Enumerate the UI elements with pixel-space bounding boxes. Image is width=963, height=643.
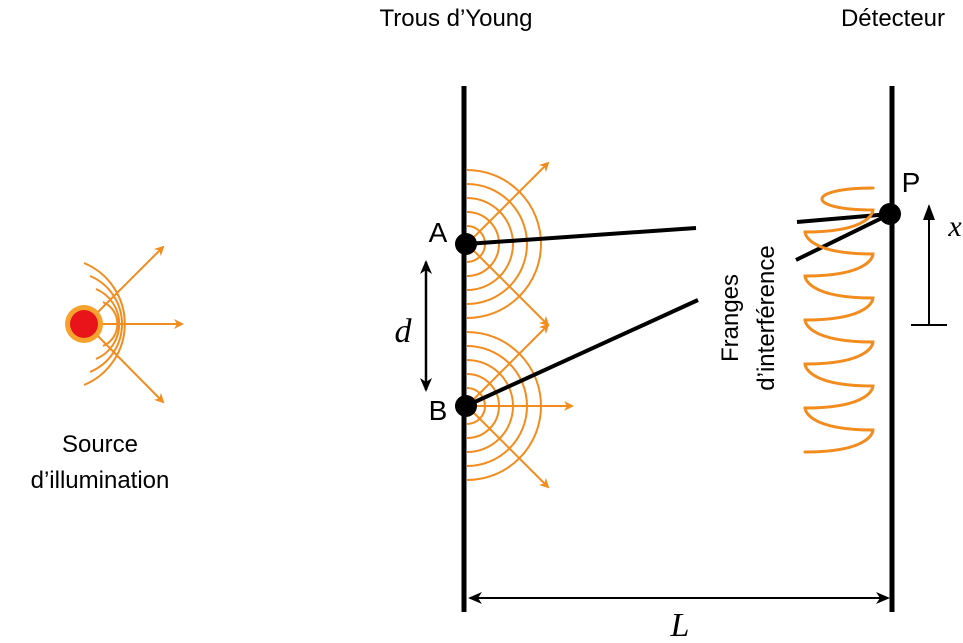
source-label-line1: Source <box>62 431 138 458</box>
slit-a-wavefronts <box>466 169 542 319</box>
path-b-segment2 <box>795 212 891 262</box>
dimension-x-label: x <box>947 210 962 243</box>
dimension-d-label: d <box>395 313 413 350</box>
path-b-segment1 <box>465 298 699 408</box>
fringes-label: Franges d’interférence <box>717 245 780 390</box>
point-b <box>455 395 477 417</box>
point-b-label: B <box>429 395 448 426</box>
path-a-segment1 <box>465 226 697 246</box>
dimension-L-label: L <box>670 607 690 643</box>
source-label-line2: d’illumination <box>31 467 170 494</box>
slits-title: Trous d’Young <box>380 5 533 32</box>
detector-title: Détecteur <box>841 5 945 32</box>
fringes-label-line2: d’interférence <box>753 245 780 390</box>
optical-paths <box>465 212 891 408</box>
fringes-label-line1: Franges <box>717 274 744 362</box>
slit-a-rays <box>466 161 550 327</box>
slit-b-rays <box>466 323 574 489</box>
light-source <box>65 245 184 404</box>
point-a <box>455 233 477 255</box>
point-p <box>879 203 901 225</box>
source-core <box>70 310 98 338</box>
interference-fringes <box>803 186 875 454</box>
path-a-segment2 <box>796 212 891 224</box>
point-p-label: P <box>902 167 921 198</box>
point-a-label: A <box>429 217 448 248</box>
